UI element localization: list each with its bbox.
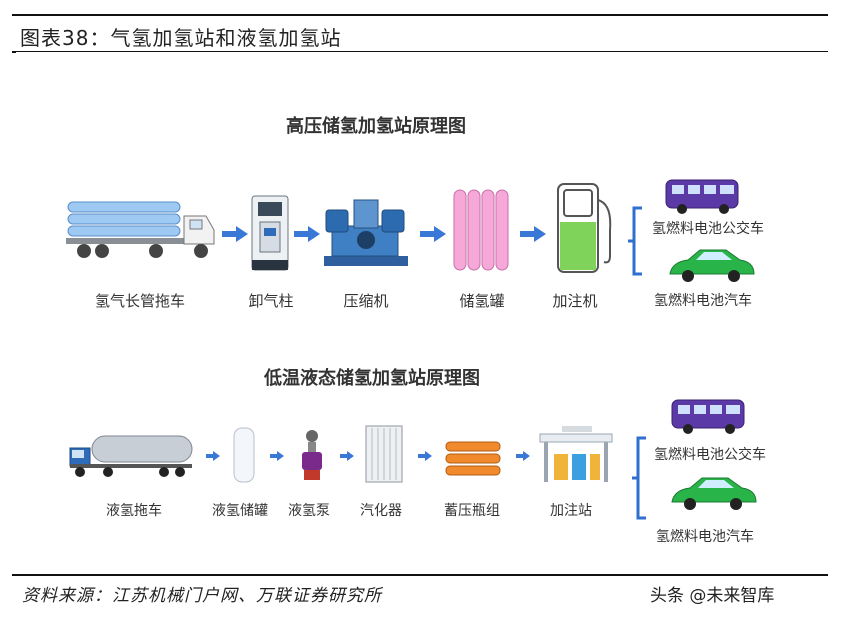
step-label-compressor: 压缩机 [343, 292, 389, 310]
flow-arrow [420, 226, 446, 242]
flow-arrow [340, 451, 354, 461]
output-bracket [628, 206, 642, 276]
car-icon [669, 249, 755, 282]
step-label-liquid-tank: 液氢储罐 [212, 503, 268, 519]
output-label-car: 氢燃料电池汽车 [654, 293, 752, 309]
car-icon [671, 477, 757, 510]
flow-arrow [520, 226, 546, 242]
output-label-car: 氢燃料电池汽车 [656, 529, 754, 545]
unloading-column-icon [251, 195, 289, 271]
pump-icon [302, 430, 322, 480]
step-label-tube-trailer: 氢气长管拖车 [94, 292, 185, 310]
station-icon [539, 426, 613, 482]
step-label-pump: 液氢泵 [288, 503, 330, 519]
tanker-truck-icon [69, 435, 193, 477]
liquid-tank-icon [233, 427, 255, 483]
watermark: 头条 @未来智库 [650, 586, 775, 606]
source-note: 资料来源：江苏机械门户网、万联证券研究所 [22, 586, 382, 606]
flow-arrow [270, 451, 284, 461]
tube-trailer-icon [66, 201, 215, 258]
output-bracket [632, 436, 646, 520]
figure-title: 图表38：气氢加氢站和液氢加氢站 [20, 26, 342, 50]
output-label-bus: 氢燃料电池公交车 [652, 221, 764, 237]
bottom-rule [12, 574, 828, 576]
step-label-cylinder-bank: 蓄压瓶组 [444, 503, 500, 519]
step-label-unloading-column: 卸气柱 [248, 292, 294, 310]
step-label-vaporizer: 汽化器 [360, 503, 402, 519]
step-label-tanker-truck: 液氢拖车 [106, 503, 162, 519]
bus-icon [665, 179, 739, 214]
step-label-station: 加注站 [550, 503, 592, 519]
vaporizer-icon [365, 425, 403, 483]
flow-arrow [222, 226, 248, 242]
compressor-icon [324, 199, 408, 266]
high-pressure-title: 高压储氢加氢站原理图 [286, 116, 466, 137]
liquid-title: 低温液态储氢加氢站原理图 [264, 368, 480, 389]
storage-tank-icon [453, 189, 509, 271]
step-label-storage-tank: 储氢罐 [459, 292, 505, 310]
flow-arrow [516, 451, 530, 461]
flow-arrow [294, 226, 320, 242]
bus-icon [671, 399, 745, 434]
cylinder-bank-icon [445, 441, 501, 476]
flow-arrow [418, 451, 432, 461]
dispenser-icon [557, 183, 612, 273]
top-rule [12, 14, 828, 16]
output-label-bus: 氢燃料电池公交车 [654, 447, 766, 463]
step-label-dispenser: 加注机 [552, 292, 598, 310]
flow-arrow [206, 451, 220, 461]
